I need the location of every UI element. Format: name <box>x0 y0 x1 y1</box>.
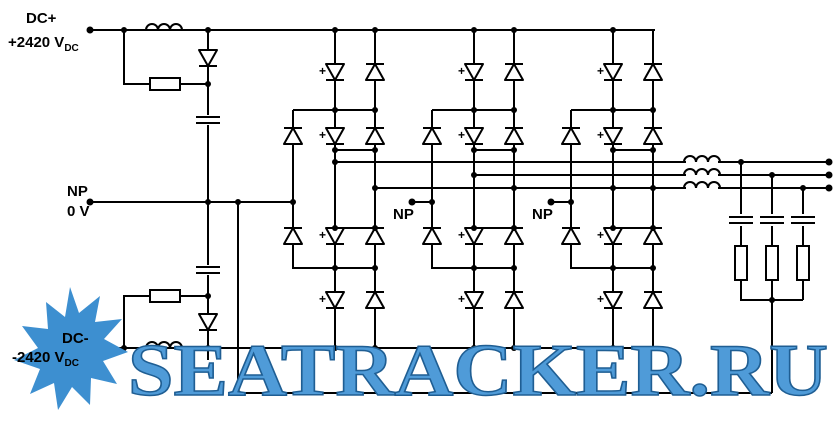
svg-text:+: + <box>597 64 604 78</box>
svg-text:+: + <box>319 228 326 242</box>
starburst-icon <box>14 287 128 410</box>
resistors <box>149 77 810 303</box>
filter-capacitors <box>728 214 816 226</box>
dc-plus-label: DC+ <box>26 10 57 27</box>
svg-text:+: + <box>597 128 604 142</box>
svg-text:+: + <box>597 292 604 306</box>
output-inductors <box>683 155 721 189</box>
np-label: NP <box>67 183 88 200</box>
svg-text:+: + <box>458 64 465 78</box>
switch-plus-marks: + + + + + + + + + + + + <box>319 64 604 306</box>
junction-dots <box>121 27 806 396</box>
svg-text:+: + <box>319 64 326 78</box>
svg-text:+: + <box>597 228 604 242</box>
watermark: DC- -2420 VDC SEATRACKER.RU <box>12 287 829 413</box>
svg-text:+: + <box>319 128 326 142</box>
watermark-text: SEATRACKER.RU <box>128 330 828 412</box>
dc-minus-label: DC- <box>62 330 89 347</box>
svg-text:+: + <box>458 128 465 142</box>
inductor-dc-plus <box>145 23 183 31</box>
np-label-phase-2: NP <box>393 206 414 223</box>
svg-text:+: + <box>458 228 465 242</box>
inductor-dc-minus <box>145 341 183 349</box>
np-voltage-label: 0 V <box>67 203 90 220</box>
dc-plus-voltage-label: +2420 VDC <box>8 34 79 54</box>
svg-text:+: + <box>319 292 326 306</box>
dc-minus-voltage-label: -2420 VDC <box>12 349 79 369</box>
np-label-phase-3: NP <box>532 206 553 223</box>
svg-text:+: + <box>458 292 465 306</box>
